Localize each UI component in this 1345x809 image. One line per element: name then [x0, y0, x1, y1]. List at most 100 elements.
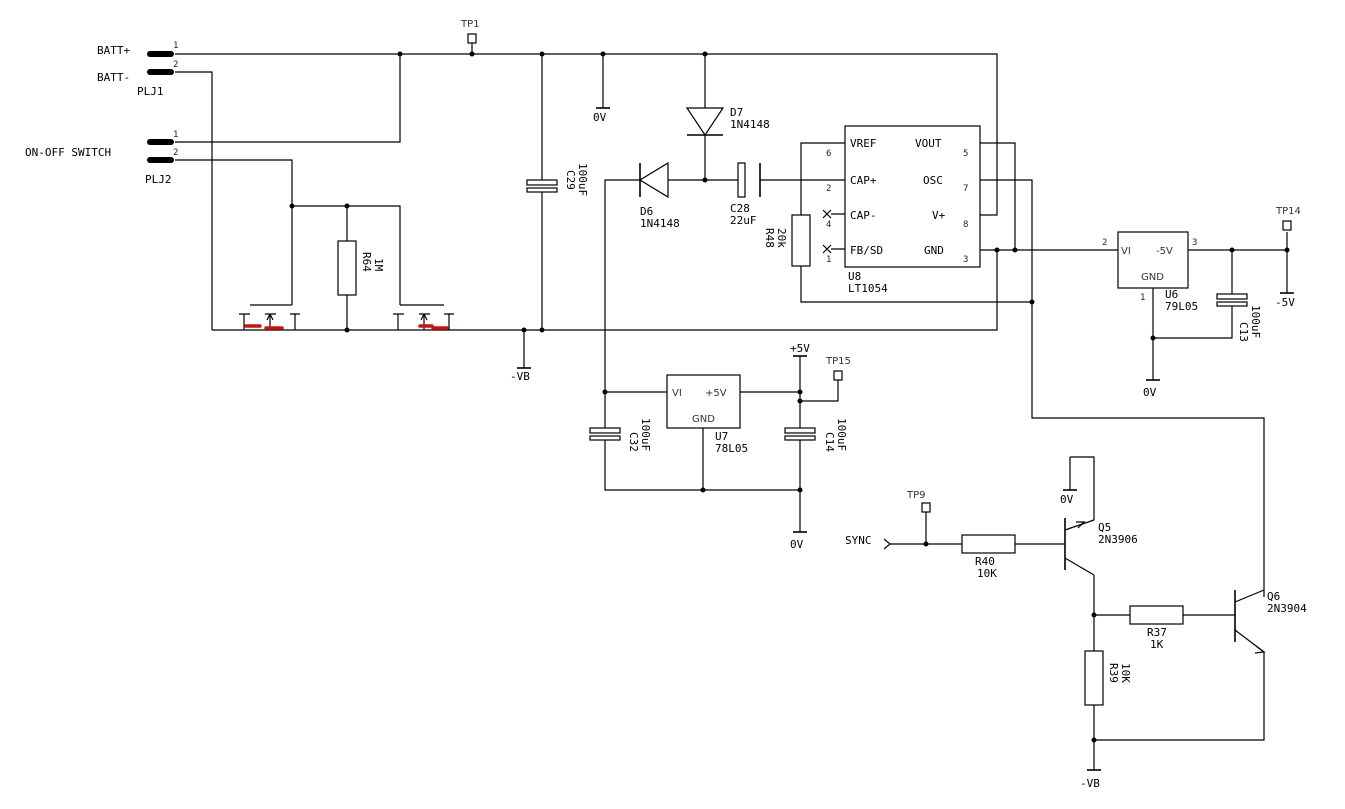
plj2-label: PLJ2 — [145, 173, 172, 186]
c28-value: 22uF — [730, 214, 757, 227]
mosfet-right — [393, 304, 454, 330]
mosfet-left — [239, 304, 300, 330]
u6-vi: VI — [1121, 246, 1131, 257]
ic-u8-lt1054: VREF CAP+ CAP- FB/SD VOUT OSC V+ GND 6 2… — [822, 125, 981, 295]
test-point-tp9: TP9 — [906, 490, 931, 513]
tp1-label: TP1 — [460, 19, 480, 30]
u8-pin-cap-plus: CAP+ — [850, 174, 877, 187]
connector-plj1: 1 2 BATT+ BATT- PLJ1 — [97, 41, 178, 98]
u6-ref: U6 — [1165, 288, 1178, 301]
d7-value: 1N4148 — [730, 118, 770, 131]
r64-ref: R64 — [360, 252, 373, 272]
tp15-label: TP15 — [825, 356, 851, 367]
u8-pin-gnd: GND — [924, 244, 944, 257]
c13-ref: C13 — [1237, 322, 1250, 342]
resistor-r39: R39 10K — [1084, 650, 1132, 706]
sync-arrow-icon — [883, 538, 891, 550]
r39-ref: R39 — [1107, 663, 1120, 683]
capacitor-c28: C28 22uF — [730, 162, 761, 227]
q5-ref: Q5 — [1098, 521, 1111, 534]
test-point-tp14: TP14 — [1275, 206, 1301, 231]
u8-nc-fb-icon — [822, 244, 832, 254]
plj1-pin2-label: 2 — [173, 60, 178, 70]
u8-pin3-num: 3 — [963, 255, 968, 265]
r37-ref: R37 — [1147, 626, 1167, 639]
u8-pin-cap-minus: CAP- — [850, 209, 877, 222]
r64-value: 1M — [372, 258, 385, 272]
ic-u7-78l05: VI +5V GND U7 78L05 — [666, 374, 748, 455]
capacitor-c32: C32 100uF — [589, 418, 652, 452]
junctions — [289, 51, 1290, 743]
connector-plj2: 1 2 ON-OFF SWITCH PLJ2 — [25, 130, 178, 186]
u8-pin-osc: OSC — [923, 174, 943, 187]
net-0v-u6: 0V — [1143, 386, 1157, 399]
c13-value: 100uF — [1249, 305, 1262, 338]
net-0v-q5: 0V — [1060, 493, 1074, 506]
net-0v-u7: 0V — [790, 538, 804, 551]
plj1-pin1-label: 1 — [173, 41, 178, 51]
u8-value: LT1054 — [848, 282, 888, 295]
resistor-r64: R64 1M — [337, 240, 385, 296]
wires — [175, 43, 1288, 770]
u8-pin2-num: 2 — [826, 184, 831, 194]
c14-value: 100uF — [835, 418, 848, 451]
net-0v-top: 0V — [593, 111, 607, 124]
on-off-switch-label: ON-OFF SWITCH — [25, 146, 111, 159]
u6-pin3: 3 — [1192, 238, 1197, 248]
u8-pin8-num: 8 — [963, 220, 968, 230]
r40-ref: R40 — [975, 555, 995, 568]
capacitor-c14: C14 100uF — [784, 418, 848, 452]
tp14-label: TP14 — [1275, 206, 1301, 217]
diode-d6: D6 1N4148 — [638, 161, 680, 230]
q6-ref: Q6 — [1267, 590, 1280, 603]
u8-pin-vplus: V+ — [932, 209, 946, 222]
u8-pin1-num: 1 — [826, 255, 831, 265]
u7-value: 78L05 — [715, 442, 748, 455]
u7-ref: U7 — [715, 430, 728, 443]
u6-gnd: GND — [1141, 272, 1164, 283]
capacitor-c13: C13 100uF — [1216, 293, 1262, 342]
u7-gnd: GND — [692, 414, 715, 425]
plj2-pin1-label: 1 — [173, 130, 178, 140]
r39-value: 10K — [1119, 663, 1132, 683]
c28-ref: C28 — [730, 202, 750, 215]
plj2-pin2-label: 2 — [173, 148, 178, 158]
d6-value: 1N4148 — [640, 217, 680, 230]
r40-value: 10K — [977, 567, 997, 580]
u8-pin7-num: 7 — [963, 184, 968, 194]
u6-value: 79L05 — [1165, 300, 1198, 313]
resistor-r40: R40 10K — [961, 534, 1016, 580]
tp9-label: TP9 — [906, 490, 926, 501]
net-plus-5v: +5V — [790, 342, 810, 355]
u6-pin2: 2 — [1102, 238, 1107, 248]
r48-value: 20k — [775, 228, 788, 248]
d6-ref: D6 — [640, 205, 653, 218]
u8-pin6-num: 6 — [826, 149, 831, 159]
batt-plus-label: BATT+ — [97, 44, 130, 57]
c29-ref: C29 — [564, 170, 577, 190]
test-point-tp1: TP1 — [460, 19, 480, 44]
u8-pin-fb-sd: FB/SD — [850, 244, 883, 257]
resistor-r48: R48 20k — [763, 214, 811, 267]
u8-pin-vout: VOUT — [915, 137, 942, 150]
ic-u6-79l05: VI -5V GND 2 3 1 U6 79L05 — [1102, 231, 1198, 313]
capacitor-c29: C29 100uF — [526, 163, 589, 196]
c32-value: 100uF — [639, 418, 652, 451]
u8-ref: U8 — [848, 270, 861, 283]
resistor-r37: R37 1K — [1129, 605, 1184, 651]
c32-ref: C32 — [627, 432, 640, 452]
r48-ref: R48 — [763, 228, 776, 248]
r37-value: 1K — [1150, 638, 1164, 651]
c29-value: 100uF — [576, 163, 589, 196]
transistor-q5: Q5 2N3906 — [1064, 518, 1138, 576]
u8-pin5-num: 5 — [963, 149, 968, 159]
u6-pin1: 1 — [1140, 293, 1145, 303]
u7-vi: VI — [672, 388, 682, 399]
net-sync: SYNC — [845, 534, 872, 547]
u8-nc-cap-minus-icon — [822, 209, 832, 219]
u8-pin4-num: 4 — [826, 220, 831, 230]
u8-pin-vref: VREF — [850, 137, 877, 150]
q5-value: 2N3906 — [1098, 533, 1138, 546]
c14-ref: C14 — [823, 432, 836, 452]
